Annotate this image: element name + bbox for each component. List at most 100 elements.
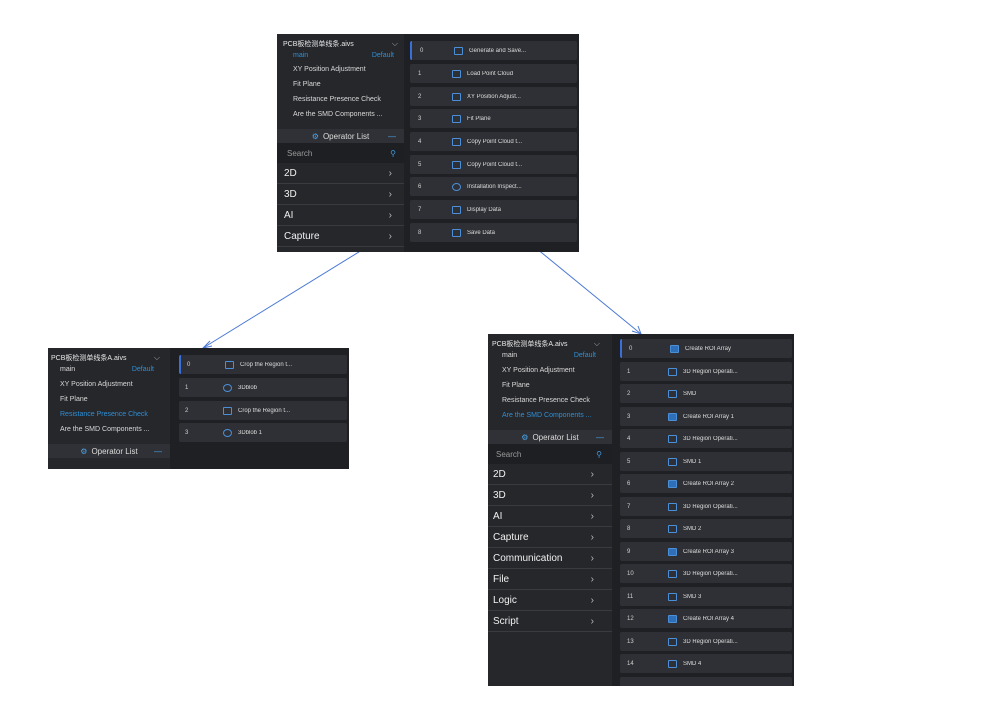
main-process[interactable]: main Default (488, 349, 612, 363)
node-label: Installation Inspect... (467, 183, 522, 190)
category-communication[interactable]: Communication› (488, 548, 612, 569)
chevron-down-icon[interactable]: ⌵ (153, 353, 160, 362)
chevron-down-icon[interactable]: ⌵ (391, 39, 398, 48)
tree-item-selected[interactable]: Resistance Presence Check (60, 411, 148, 418)
flow-node[interactable]: 5 SMD 1 (620, 452, 792, 471)
default-label: Default (131, 366, 154, 373)
file-selector[interactable]: PCB板检测单线条A.aivs ⌵ (48, 348, 170, 363)
chevron-right-icon: › (590, 594, 594, 606)
chevron-right-icon: › (388, 209, 392, 221)
category-label: 2D (493, 468, 506, 480)
region-icon (668, 659, 677, 668)
save-icon (452, 228, 461, 237)
category-capture[interactable]: Capture› (488, 527, 612, 548)
category-script[interactable]: Script› (488, 611, 612, 632)
save-icon (454, 46, 463, 55)
main-process[interactable]: main Default (48, 363, 170, 377)
node-number: 5 (627, 458, 631, 465)
tree-item[interactable]: Are the SMD Components ... (293, 111, 383, 118)
category-label: AI (493, 510, 503, 522)
search-icon[interactable]: ⚲ (596, 449, 602, 459)
category-label: Capture (493, 531, 529, 543)
tree-item[interactable]: XY Position Adjustment (60, 381, 133, 388)
search-input[interactable]: Search ⚲ (277, 143, 404, 163)
search-input[interactable]: Search ⚲ (488, 444, 612, 464)
node-number: 9 (627, 548, 631, 555)
blob-icon (223, 383, 232, 392)
category-ai[interactable]: AI › (488, 506, 612, 527)
operator-list-header[interactable]: ⚙ Operator List — (48, 444, 170, 458)
chevron-right-icon: › (590, 510, 594, 522)
main-process[interactable]: main Default (277, 49, 404, 62)
collapse-icon[interactable]: — (154, 446, 162, 456)
category-3d[interactable]: 3D› (277, 184, 404, 205)
collapse-icon[interactable]: — (388, 131, 396, 141)
category-3d[interactable]: 3D› (488, 485, 612, 506)
collapse-icon[interactable]: — (596, 432, 604, 442)
node-number: 8 (627, 525, 631, 532)
category-label: 3D (493, 489, 506, 501)
category-2d[interactable]: 2D› (277, 163, 404, 184)
category-file[interactable]: File› (488, 569, 612, 590)
tree-item[interactable]: Resistance Presence Check (293, 96, 381, 103)
main-label: main (60, 366, 76, 373)
operator-list-header[interactable]: ⚙ Operator List — (488, 430, 612, 444)
file-selector[interactable]: PCB板检测单线条.aivs ⌵ (277, 34, 404, 49)
gear-icon: ⚙ (80, 446, 88, 456)
operator-list-header[interactable]: ⚙ Operator List — (277, 129, 404, 143)
node-label: SMD 1 (683, 458, 702, 465)
search-icon[interactable]: ⚲ (390, 148, 396, 158)
tree-item[interactable]: Resistance Presence Check (502, 397, 590, 404)
tree-item[interactable]: XY Position Adjustment (502, 367, 575, 374)
tree-item-selected[interactable]: Are the SMD Components ... (502, 412, 592, 419)
node-label: Fit Plane (467, 115, 491, 122)
flow-node-partial[interactable] (620, 677, 792, 686)
node-number: 2 (418, 93, 422, 100)
tree-item[interactable]: Fit Plane (502, 382, 530, 389)
chevron-down-icon[interactable]: ⌵ (593, 339, 600, 348)
tree-item[interactable]: Fit Plane (293, 81, 321, 88)
region-icon (668, 434, 677, 443)
tree-item[interactable]: XY Position Adjustment (293, 66, 366, 73)
node-label: SMD (683, 390, 697, 397)
category-logic[interactable]: Logic› (488, 590, 612, 611)
category-capture[interactable]: Capture› (277, 226, 404, 247)
default-label: Default (371, 52, 394, 59)
tree-item[interactable]: Fit Plane (60, 396, 88, 403)
category-2d[interactable]: 2D› (488, 464, 612, 485)
tree-item[interactable]: Are the SMD Components ... (60, 426, 150, 433)
category-ai[interactable]: AI› (277, 205, 404, 226)
file-selector[interactable]: PCB板检测单线条A.aivs ⌵ (488, 334, 612, 349)
main-label: main (502, 352, 518, 359)
